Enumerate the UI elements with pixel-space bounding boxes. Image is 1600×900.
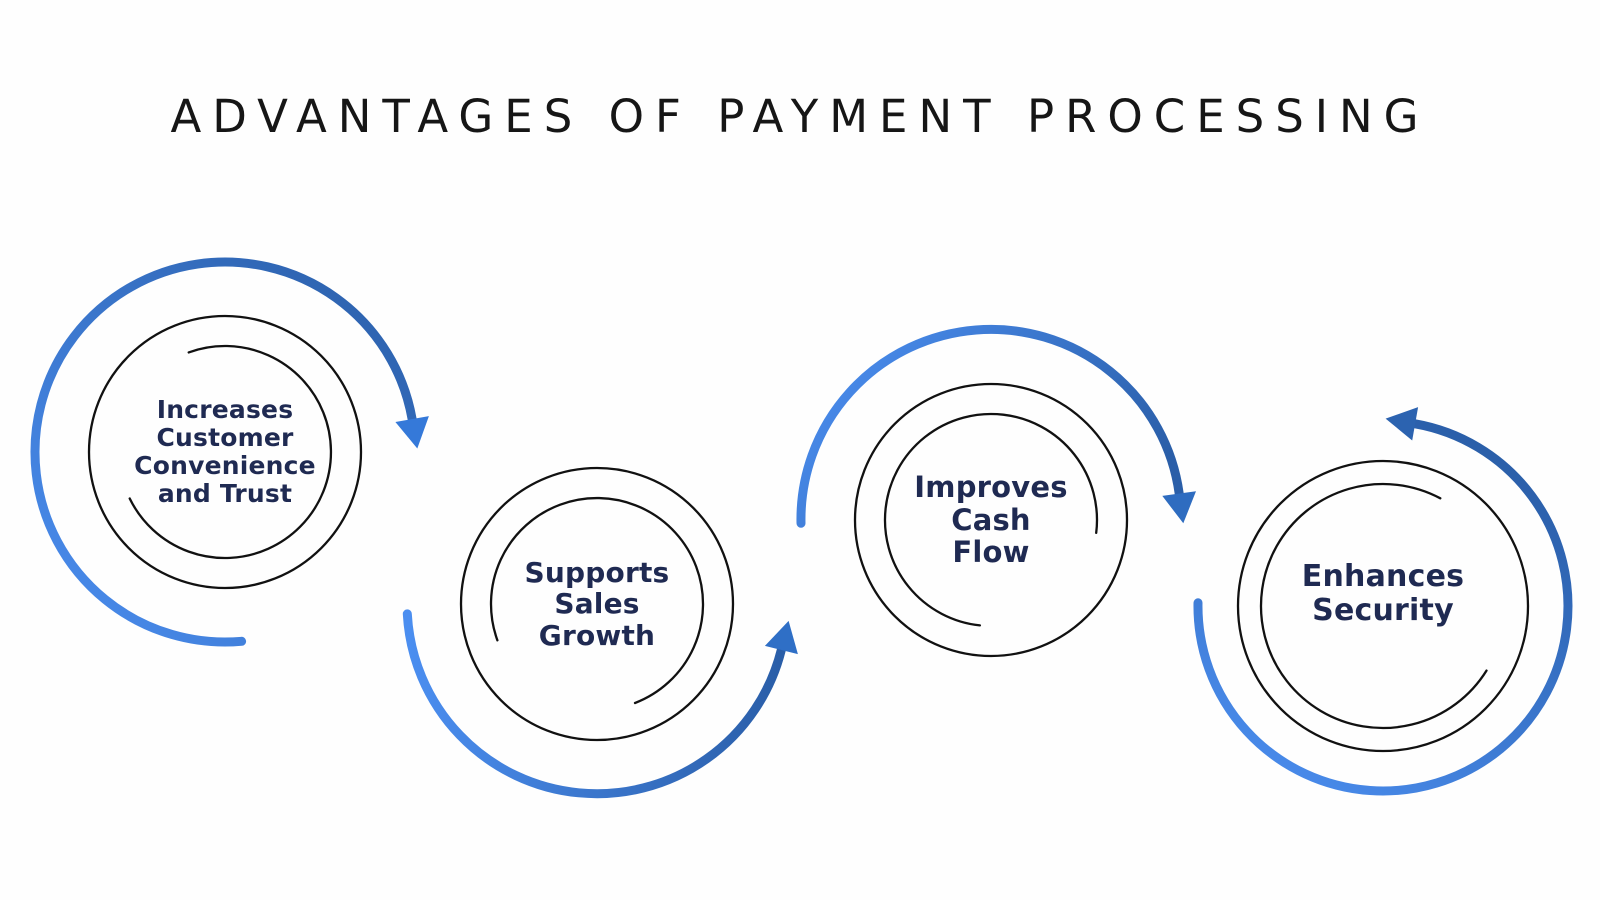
- blue-arrow-arc: [1193, 419, 1573, 796]
- outer-ring: [459, 466, 735, 742]
- advantage-item-sales-growth: Supports Sales Growth: [387, 394, 807, 814]
- item-label: Enhances Security: [1301, 559, 1465, 628]
- outer-ring: [853, 382, 1129, 658]
- item-label: Increases Customer Convenience and Trust: [134, 394, 316, 509]
- inner-arc: [128, 344, 333, 560]
- inner-arc: [489, 496, 705, 705]
- arrowhead-down-icon: [1162, 491, 1196, 524]
- item-label: Supports Sales Growth: [524, 555, 670, 652]
- item-label: Improves Cash Flow: [914, 469, 1068, 570]
- arrowhead-down-icon: [395, 416, 429, 449]
- advantage-item-convenience-trust: Increases Customer Convenience and Trust: [15, 242, 435, 662]
- page-title: ADVANTAGES OF PAYMENT PROCESSING: [170, 90, 1430, 143]
- inner-arc: [883, 412, 1099, 627]
- advantage-item-security: Enhances Security: [1173, 396, 1593, 816]
- circle-graphic-security: [1193, 407, 1573, 796]
- circle-graphic-sales-growth: [402, 466, 798, 799]
- arrowhead-up-icon: [764, 620, 798, 655]
- outer-ring: [87, 314, 363, 590]
- inner-arc: [1259, 482, 1488, 730]
- blue-arrow-arc: [402, 609, 786, 799]
- circle-graphic-convenience-trust: [30, 257, 429, 647]
- circle-graphic-cash-flow: [796, 324, 1196, 658]
- advantage-item-cash-flow: Improves Cash Flow: [781, 310, 1201, 730]
- outer-ring: [1236, 459, 1530, 753]
- arrowhead-left-icon: [1385, 407, 1419, 441]
- blue-arrow-arc: [796, 324, 1184, 528]
- blue-arrow-arc: [30, 257, 417, 647]
